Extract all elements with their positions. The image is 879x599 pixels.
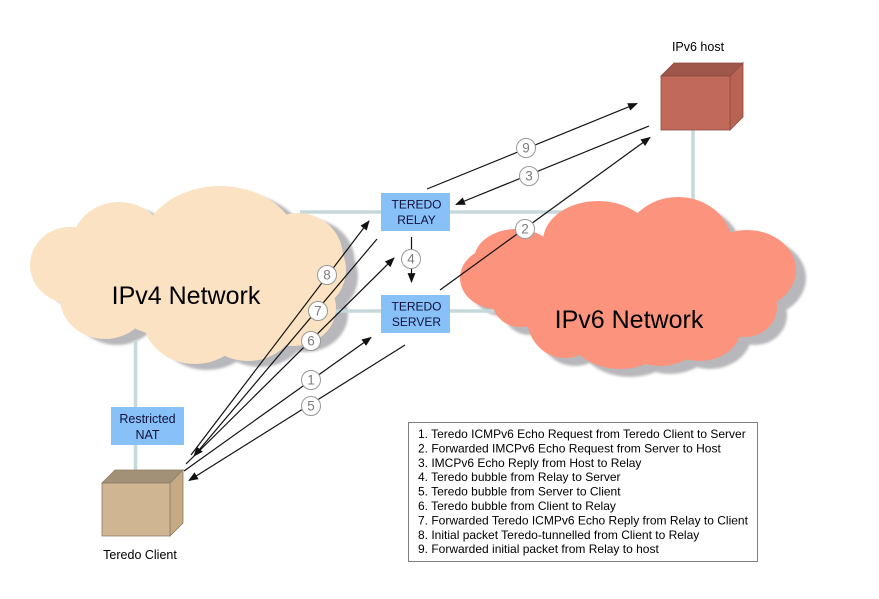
svg-text:7. Forwarded Teredo ICMPv6 Ech: 7. Forwarded Teredo ICMPv6 Echo Reply fr… — [418, 513, 749, 527]
svg-text:5. Teredo bubble from Server t: 5. Teredo bubble from Server to Client — [418, 485, 621, 499]
svg-text:NAT: NAT — [135, 428, 159, 442]
svg-text:1. Teredo ICMPv6 Echo Request: 1. Teredo ICMPv6 Echo Request from Tered… — [418, 427, 746, 441]
svg-text:TEREDO: TEREDO — [391, 198, 441, 212]
svg-text:Teredo Client: Teredo Client — [103, 548, 177, 562]
svg-text:9. Forwarded initial packet fr: 9. Forwarded initial packet from Relay t… — [418, 542, 659, 556]
svg-text:4. Teredo bubble from Relay to: 4. Teredo bubble from Relay to Server — [418, 470, 621, 484]
svg-text:8: 8 — [323, 268, 331, 283]
svg-text:8. Initial packet Teredo-tunne: 8. Initial packet Teredo-tunnelled from … — [418, 528, 699, 542]
svg-text:IPv6 host: IPv6 host — [672, 40, 725, 54]
svg-text:IPv6 Network: IPv6 Network — [555, 306, 704, 334]
svg-text:6: 6 — [307, 334, 315, 349]
svg-text:Restricted: Restricted — [119, 412, 175, 426]
svg-text:TEREDO: TEREDO — [391, 300, 441, 314]
svg-text:5: 5 — [307, 399, 315, 414]
svg-text:RELAY: RELAY — [397, 213, 435, 227]
svg-text:3. IMCPv6 Echo Reply from Host: 3. IMCPv6 Echo Reply from Host to Relay — [418, 456, 641, 470]
svg-text:2. Forwarded IMCPv6 Echo Reque: 2. Forwarded IMCPv6 Echo Request from Se… — [418, 441, 721, 455]
svg-text:IPv4 Network: IPv4 Network — [112, 282, 261, 310]
svg-text:7: 7 — [314, 304, 322, 319]
svg-text:4: 4 — [407, 252, 415, 267]
svg-text:6. Teredo bubble from Client t: 6. Teredo bubble from Client to Relay — [418, 499, 616, 513]
svg-text:9: 9 — [522, 141, 530, 156]
svg-text:3: 3 — [525, 169, 533, 184]
svg-text:2: 2 — [521, 222, 529, 237]
svg-text:SERVER: SERVER — [392, 315, 441, 329]
svg-text:1: 1 — [307, 373, 315, 388]
